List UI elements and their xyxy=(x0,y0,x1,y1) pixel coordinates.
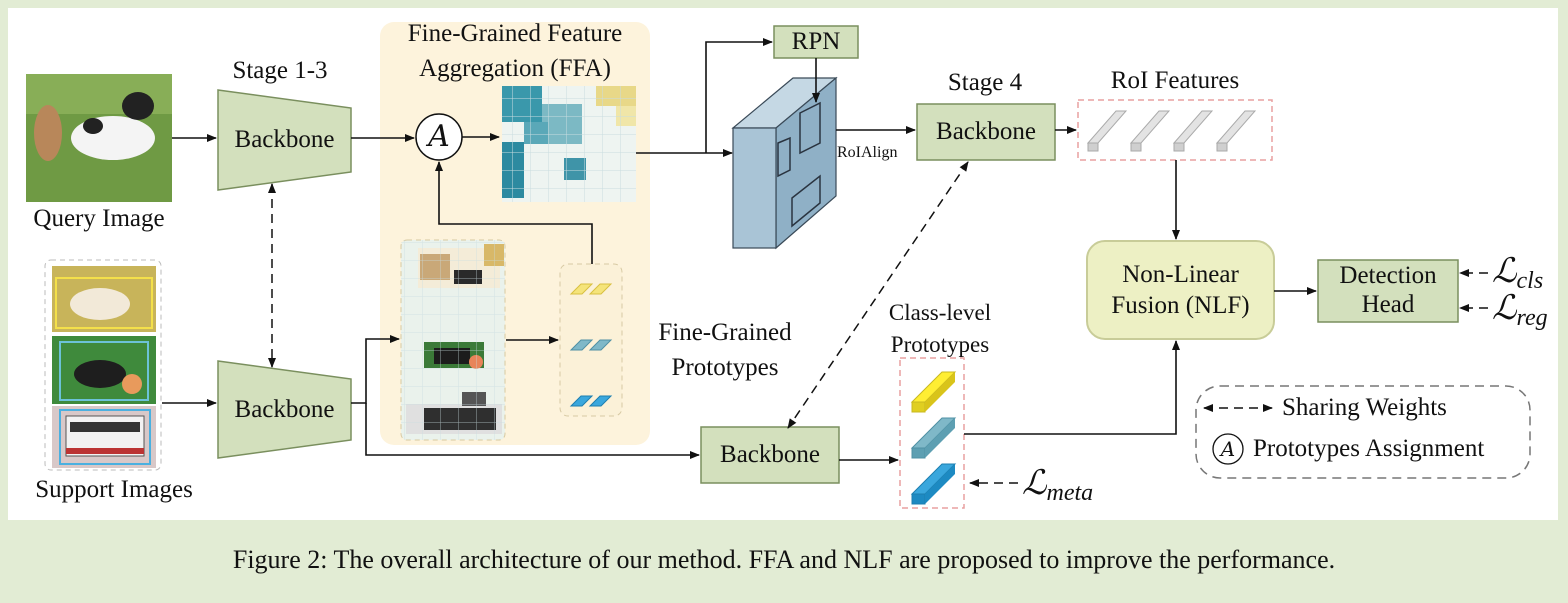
nlf-label: Non-Linear Fusion (NLF) xyxy=(1087,241,1274,339)
loss-cls-symbol: ℒ xyxy=(1492,251,1517,291)
fine-grained-prototype-blue xyxy=(569,395,613,407)
stage13-label: Stage 1-3 xyxy=(232,57,328,84)
diagram-graphics xyxy=(26,22,1531,509)
roi-features-label: RoI Features xyxy=(1110,67,1240,94)
backbone-stage4-label: Backbone xyxy=(936,118,1036,146)
loss-meta: ℒmeta xyxy=(1022,463,1093,507)
backbone-top-label: Backbone xyxy=(234,126,335,154)
loss-reg-symbol: ℒ xyxy=(1492,288,1517,328)
roi-features xyxy=(1077,99,1273,161)
fine-grained-prototype-yellow xyxy=(569,283,613,295)
loss-cls-sub: cls xyxy=(1516,268,1544,294)
support-images-label: Support Images xyxy=(35,476,193,503)
figure-caption: Figure 2: The overall architecture of ou… xyxy=(232,545,1336,574)
ffa-title-line2: Aggregation (FFA) xyxy=(419,55,611,82)
fine-grained-prototype-teal xyxy=(569,339,613,351)
legend-box xyxy=(1195,385,1531,479)
fine-grained-prototypes-line2: Prototypes xyxy=(671,354,779,381)
detection-head-label: Detection Head xyxy=(1318,260,1458,322)
stage4-label: Stage 4 xyxy=(947,69,1023,96)
nlf-label-line1: Non-Linear xyxy=(1122,260,1239,288)
detection-head-block xyxy=(1317,259,1459,323)
solid-arrows xyxy=(162,38,1317,464)
legend-prototypes-assignment: Prototypes Assignment xyxy=(1253,435,1485,462)
legend-assignment-icon xyxy=(1212,433,1244,465)
loss-meta-sub: meta xyxy=(1046,480,1094,506)
backbone-meta-block xyxy=(700,426,840,484)
assignment-operator-symbol: A xyxy=(428,119,450,155)
class-level-prototypes-line2: Prototypes xyxy=(890,332,990,357)
loss-reg-sub: reg xyxy=(1516,305,1548,331)
backbone-meta-label: Backbone xyxy=(720,441,820,469)
loss-reg: ℒreg xyxy=(1492,288,1548,332)
diagram-canvas: Stage 1-3 Fine-Grained Feature Aggregati… xyxy=(8,8,1558,520)
detection-head-line2: Head xyxy=(1361,291,1415,318)
support-images xyxy=(44,259,162,471)
query-image xyxy=(26,74,172,202)
support-patch-grid xyxy=(400,239,506,441)
legend-assignment-symbol: A xyxy=(1220,436,1236,461)
loss-cls: ℒcls xyxy=(1492,251,1543,295)
dashed-arrows xyxy=(268,161,1488,487)
class-level-prototypes-line1: Class-level xyxy=(888,300,992,325)
nlf-label-line2: Fusion (NLF) xyxy=(1111,292,1250,319)
rpn-box xyxy=(773,25,859,59)
backbone-bottom-block xyxy=(217,360,352,459)
loss-meta-symbol: ℒ xyxy=(1022,463,1047,503)
legend-sharing-weights: Sharing Weights xyxy=(1282,394,1447,421)
feature-map-3d xyxy=(731,76,838,250)
rpn-label: RPN xyxy=(791,28,841,56)
roialign-label: RoIAlign xyxy=(837,144,898,161)
backbone-bottom-label: Backbone xyxy=(234,395,335,423)
nlf-block xyxy=(1086,240,1275,340)
backbone-stage4-block xyxy=(916,103,1056,161)
query-image-label: Query Image xyxy=(33,205,165,232)
class-level-prototypes xyxy=(899,357,965,509)
ffa-title-line1: Fine-Grained Feature xyxy=(407,20,623,47)
fine-grained-prototypes-line1: Fine-Grained xyxy=(658,319,792,346)
detection-head-line1: Detection xyxy=(1339,262,1437,290)
backbone-top-block xyxy=(217,89,352,191)
aggregated-query-feature xyxy=(502,86,636,202)
